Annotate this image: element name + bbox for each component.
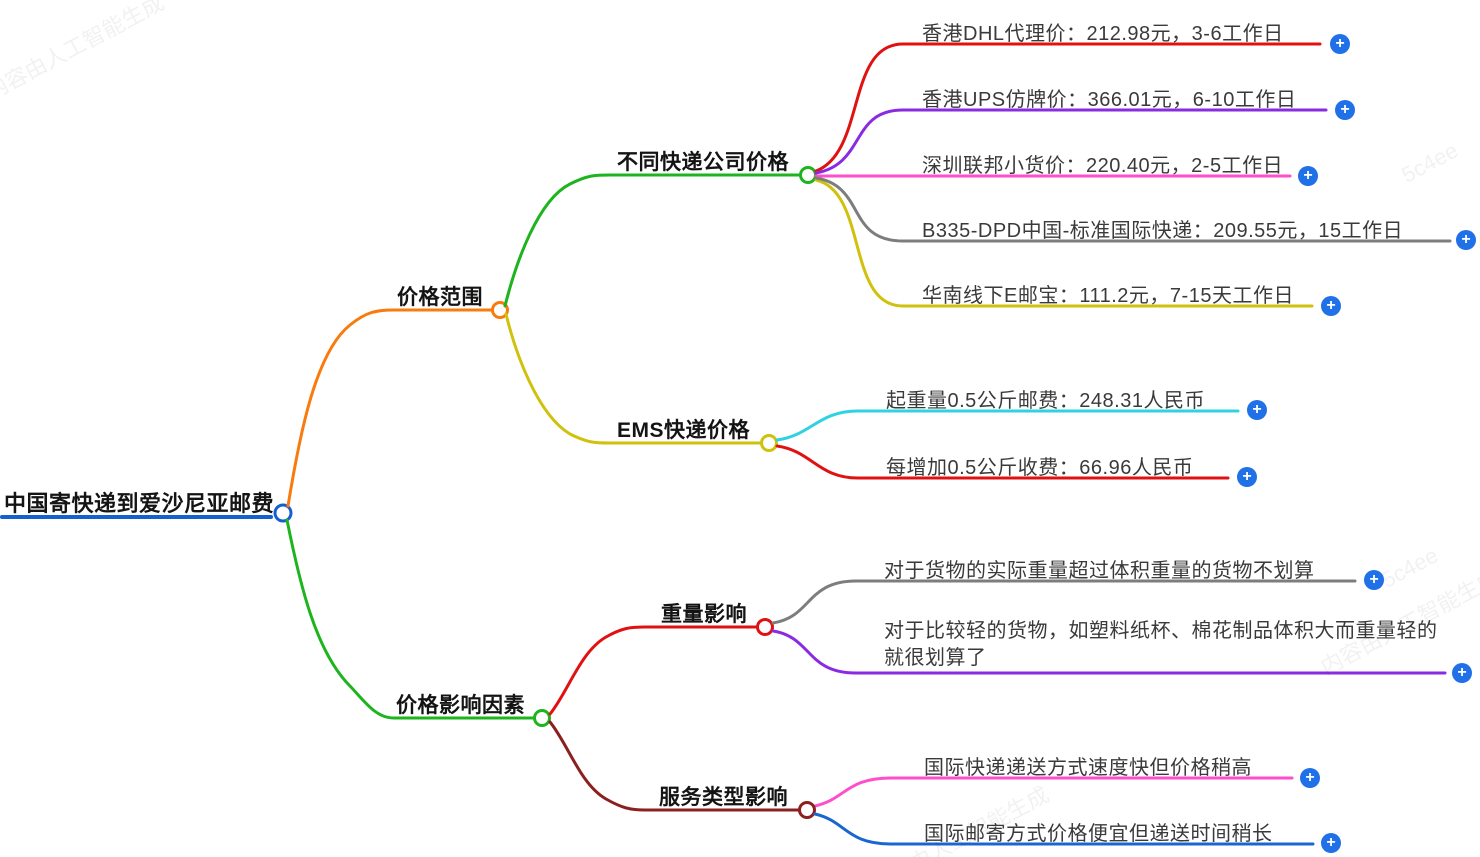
- node-price-range-label[interactable]: 价格范围: [397, 286, 483, 309]
- branch-group-maroon: [548, 720, 816, 819]
- branch-price-range-to-companies: [503, 173, 802, 308]
- node-companies-label[interactable]: 不同快递公司价格: [617, 151, 789, 174]
- branch-group-orange: [286, 301, 509, 508]
- branch-factors-to-service-type: [548, 720, 801, 812]
- expand-button-epacket[interactable]: +: [1321, 296, 1341, 316]
- node-toggle-root[interactable]: [273, 503, 293, 523]
- branch-factors-to-weight: [548, 625, 759, 716]
- leaf-postal-mode[interactable]: 国际邮寄方式价格便宜但递送时间稍长: [924, 823, 1273, 845]
- expand-button-postal-mode[interactable]: +: [1321, 833, 1341, 853]
- branch-weight-light-goods: [771, 629, 1447, 675]
- expand-button-ems-extra[interactable]: +: [1237, 467, 1257, 487]
- leaf-dpd[interactable]: B335-DPD中国-标准国际快递：209.55元，15工作日: [922, 220, 1404, 242]
- expand-button-heavy-goods[interactable]: +: [1364, 570, 1384, 590]
- branch-price-range-to-ems: [504, 312, 763, 445]
- node-weight-label[interactable]: 重量影响: [661, 603, 747, 626]
- node-toggle-weight[interactable]: [756, 618, 774, 636]
- leaf-dhl[interactable]: 香港DHL代理价：212.98元，3-6工作日: [922, 23, 1284, 45]
- branch-group-yellow: [504, 178, 1314, 452]
- branch-group-cyan: [775, 409, 1240, 442]
- branch-group-purple: [771, 108, 1447, 675]
- node-root-label[interactable]: 中国寄快递到爱沙尼亚邮费: [4, 491, 275, 516]
- branch-service-express: [813, 776, 1294, 808]
- node-toggle-service-type[interactable]: [798, 801, 816, 819]
- expand-button-ups[interactable]: +: [1335, 100, 1355, 120]
- branch-group-green: [285, 166, 817, 727]
- branch-service-postal: [813, 812, 1315, 846]
- leaf-epacket[interactable]: 华南线下E邮宝：111.2元，7-15天工作日: [922, 285, 1294, 307]
- branch-company-ups: [814, 108, 1328, 175]
- expand-button-fedex[interactable]: +: [1298, 166, 1318, 186]
- branch-company-dhl: [814, 42, 1322, 173]
- expand-button-dhl[interactable]: +: [1330, 34, 1350, 54]
- branch-company-dpd: [814, 176, 1452, 243]
- leaf-ems-extra[interactable]: 每增加0.5公斤收费：66.96人民币: [886, 457, 1194, 479]
- leaf-express-mode[interactable]: 国际快递递送方式速度快但价格稍高: [924, 757, 1252, 779]
- branch-group-root-blue: [0, 503, 293, 523]
- node-toggle-ems[interactable]: [760, 434, 778, 452]
- branch-weight-heavy-goods: [771, 579, 1357, 625]
- branch-company-epacket: [814, 178, 1314, 308]
- leaf-fedex[interactable]: 深圳联邦小货价：220.40元，2-5工作日: [922, 155, 1284, 177]
- node-toggle-companies[interactable]: [799, 166, 817, 184]
- leaf-light-goods[interactable]: 对于比较轻的货物，如塑料纸杯、棉花制品体积大而重量轻的就很划算了: [884, 620, 1438, 669]
- branch-group-blue: [813, 812, 1315, 846]
- expand-button-dpd[interactable]: +: [1456, 230, 1476, 250]
- branch-group-magenta: [813, 174, 1294, 808]
- node-service-type-label[interactable]: 服务类型影响: [659, 786, 788, 809]
- expand-button-express-mode[interactable]: +: [1300, 768, 1320, 788]
- branch-group-gray: [771, 176, 1452, 625]
- branch-group-red: [548, 42, 1322, 716]
- leaf-ups[interactable]: 香港UPS仿牌价：366.01元，6-10工作日: [922, 89, 1297, 111]
- leaf-ems-base[interactable]: 起重量0.5公斤邮费：248.31人民币: [886, 390, 1205, 412]
- expand-button-light-goods[interactable]: +: [1452, 663, 1472, 683]
- expand-button-ems-base[interactable]: +: [1247, 400, 1267, 420]
- node-price-factors-label[interactable]: 价格影响因素: [396, 694, 525, 717]
- node-toggle-price-factors[interactable]: [533, 709, 551, 727]
- branch-root-to-price-factors: [285, 518, 536, 720]
- branch-ems-base-fee: [775, 409, 1240, 442]
- branch-root-to-price-range: [286, 308, 494, 508]
- leaf-heavy-goods[interactable]: 对于货物的实际重量超过体积重量的货物不划算: [884, 560, 1315, 582]
- branch-ems-extra-fee: [775, 444, 1230, 480]
- node-ems-label[interactable]: EMS快递价格: [617, 419, 751, 442]
